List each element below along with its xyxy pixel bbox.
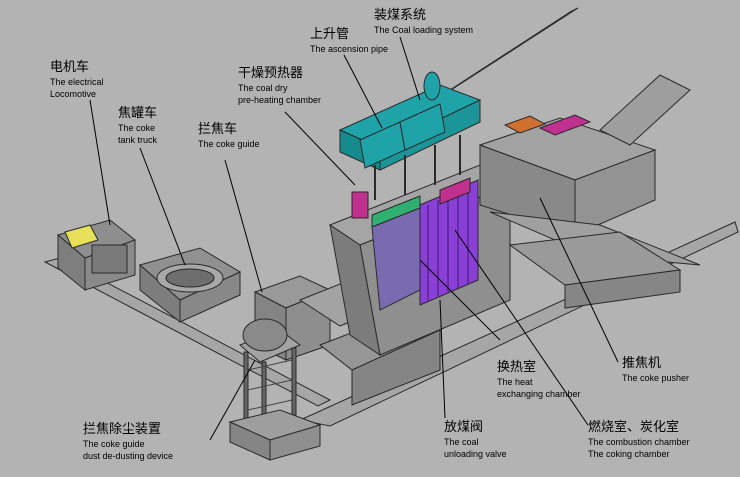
rail-left: [43, 257, 332, 407]
label-unloading-valve: 放煤阀 The coal unloading valve: [444, 420, 507, 459]
charging-car: [338, 71, 482, 219]
leader-lines: [89, 36, 619, 441]
label-coke-guide: 拦焦车 The coke guide: [198, 122, 260, 149]
label-coke-pusher: 推焦机 The coke pusher: [622, 356, 690, 383]
label-coke-tank-truck: 焦罐车 The coke tank truck: [118, 106, 158, 145]
coke-pusher: [478, 74, 701, 309]
dedusting-tower: [228, 318, 322, 461]
label-ascension-pipe: 上升管 The ascension pipe: [310, 27, 389, 54]
locomotive: [56, 219, 137, 292]
coke-tank-truck: [138, 247, 242, 324]
label-combustion-coking: 燃烧室、炭化室 The combustion chamber The cokin…: [588, 420, 690, 459]
label-coke-guide-dedusting: 拦焦除尘装置 The coke guide dust de-dusting de…: [83, 422, 174, 461]
label-coal-loading: 装煤系统 The Coal loading system: [374, 8, 474, 35]
label-coal-dry-chamber: 干燥预热器 The coal dry pre-heating chamber: [238, 66, 322, 105]
label-heat-exchanging: 换热室 The heat exchanging chamber: [497, 360, 581, 399]
label-locomotive: 电机车 The electrical Locomotive: [50, 60, 104, 99]
